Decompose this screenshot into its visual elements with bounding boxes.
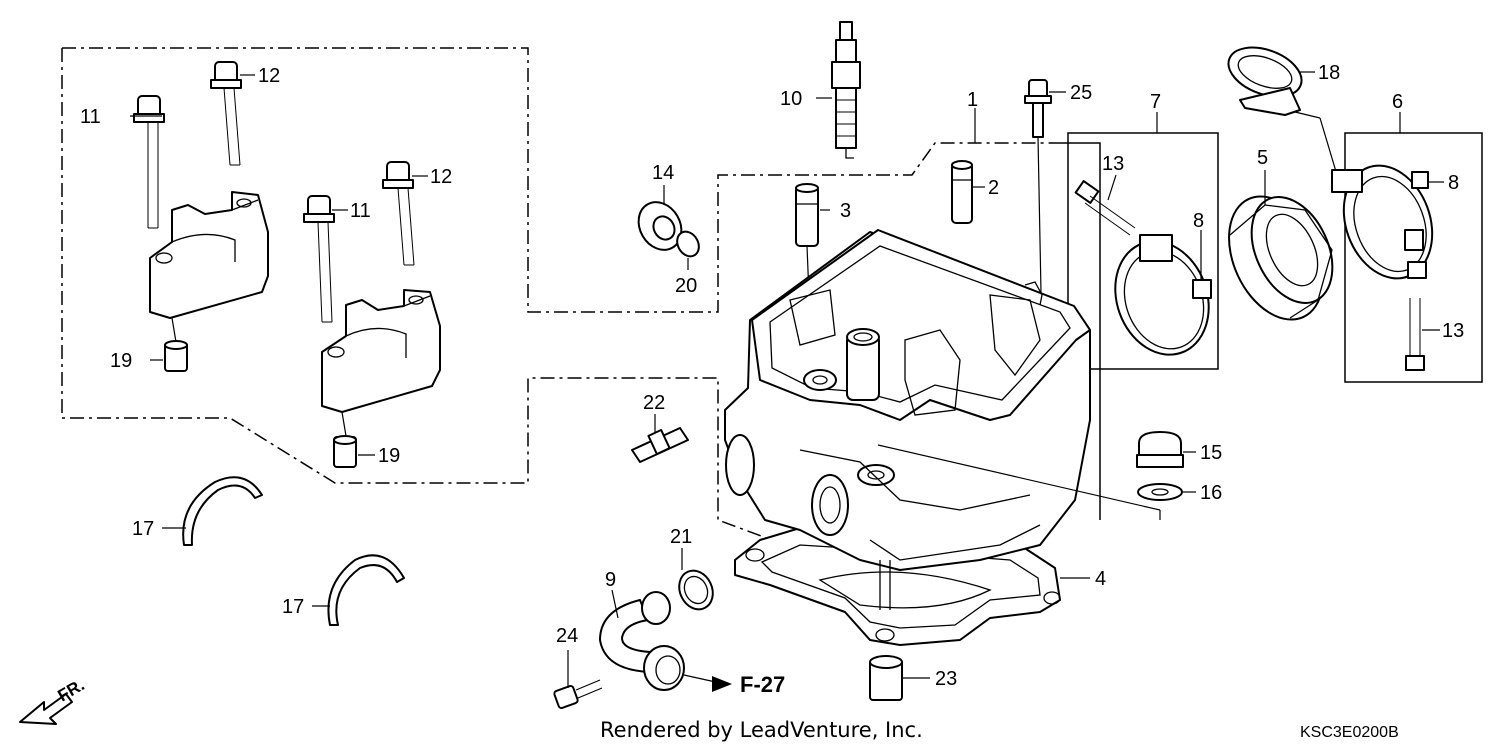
- valve-guide-2: [951, 160, 973, 224]
- callout-22: 22: [643, 392, 665, 414]
- bolt-11-rear: [133, 95, 165, 229]
- callout-1: 1: [967, 89, 978, 111]
- leader-lines: [130, 71, 1444, 692]
- callout-8-clamp-6: 8: [1448, 172, 1459, 194]
- camshaft-holder-rear: [149, 191, 269, 319]
- dowel-pin-19-front: [333, 411, 357, 468]
- callout-15: 15: [1200, 442, 1222, 464]
- callout-17-lower: 17: [282, 596, 304, 618]
- bolt-11-front: [303, 195, 335, 323]
- callout-8-clamp-7: 8: [1193, 210, 1204, 232]
- o-ring-21: [678, 569, 714, 611]
- callout-13-clamp-6: 13: [1442, 320, 1464, 342]
- callout-21: 21: [670, 526, 692, 548]
- callout-2: 2: [988, 177, 999, 199]
- cap-14: [637, 201, 683, 251]
- reference-label: F-27: [740, 672, 785, 697]
- camshaft-holder-front: [321, 289, 441, 413]
- clamp-band-6: [1331, 164, 1434, 280]
- bolt-13-clamp-6: [1405, 298, 1425, 371]
- callout-11-rear: 11: [80, 106, 101, 128]
- clamp-band-7: [1114, 234, 1210, 356]
- callout-12-rear: 12: [258, 65, 280, 87]
- water-pipe-9: [599, 591, 685, 691]
- clamp-strap-18: [1227, 46, 1341, 186]
- callout-3: 3: [840, 200, 851, 222]
- bolt-12-front: [382, 161, 415, 266]
- bolt-24: [553, 679, 603, 710]
- front-direction-arrow: FR.: [19, 675, 88, 725]
- clamp-group-7-outline: [1067, 132, 1219, 370]
- callout-5: 5: [1257, 147, 1268, 169]
- ring-17-upper: [182, 476, 263, 546]
- cylinder-head-group-outline: [1050, 142, 1101, 520]
- callout-12-front: 12: [430, 166, 452, 188]
- washer-16: [1137, 483, 1183, 501]
- o-ring-20: [676, 230, 700, 258]
- callout-23: 23: [935, 668, 957, 690]
- diagram-code: KSC3E0200B: [1300, 724, 1399, 741]
- dowel-pin-19-rear: [164, 317, 188, 372]
- stud-22: [631, 427, 689, 463]
- clamp-group-6-outline: [1344, 132, 1483, 383]
- ring-17-lower: [327, 554, 405, 626]
- nut-8-clamp-6: [1411, 171, 1429, 189]
- callout-16: 16: [1200, 482, 1222, 504]
- callout-17-upper: 17: [132, 518, 154, 540]
- callout-14: 14: [652, 162, 674, 184]
- callout-13-clamp-7: 13: [1102, 153, 1124, 175]
- callout-7: 7: [1150, 91, 1161, 113]
- credit-text: Rendered by LeadVenture, Inc.: [600, 718, 923, 742]
- callout-25: 25: [1070, 82, 1092, 104]
- spark-plug-10: [831, 21, 861, 159]
- callout-4: 4: [1095, 568, 1106, 590]
- callout-9: 9: [605, 569, 616, 591]
- callout-6: 6: [1392, 91, 1403, 113]
- callout-18: 18: [1318, 62, 1340, 84]
- callout-19-rear: 19: [110, 350, 132, 372]
- callout-20: 20: [675, 275, 697, 297]
- bolt-13-clamp-7: [1074, 180, 1136, 236]
- cylinder-head-1: [724, 229, 1091, 646]
- insulator-5: [1228, 195, 1334, 321]
- bolt-12-rear: [210, 61, 242, 166]
- cap-nut-15: [1136, 431, 1184, 468]
- callout-11-front: 11: [350, 200, 371, 222]
- nut-8-clamp-7: [1192, 279, 1212, 299]
- callout-10: 10: [780, 88, 802, 110]
- collar-23: [869, 655, 903, 701]
- callout-24: 24: [556, 625, 578, 647]
- callout-19-front: 19: [378, 445, 400, 467]
